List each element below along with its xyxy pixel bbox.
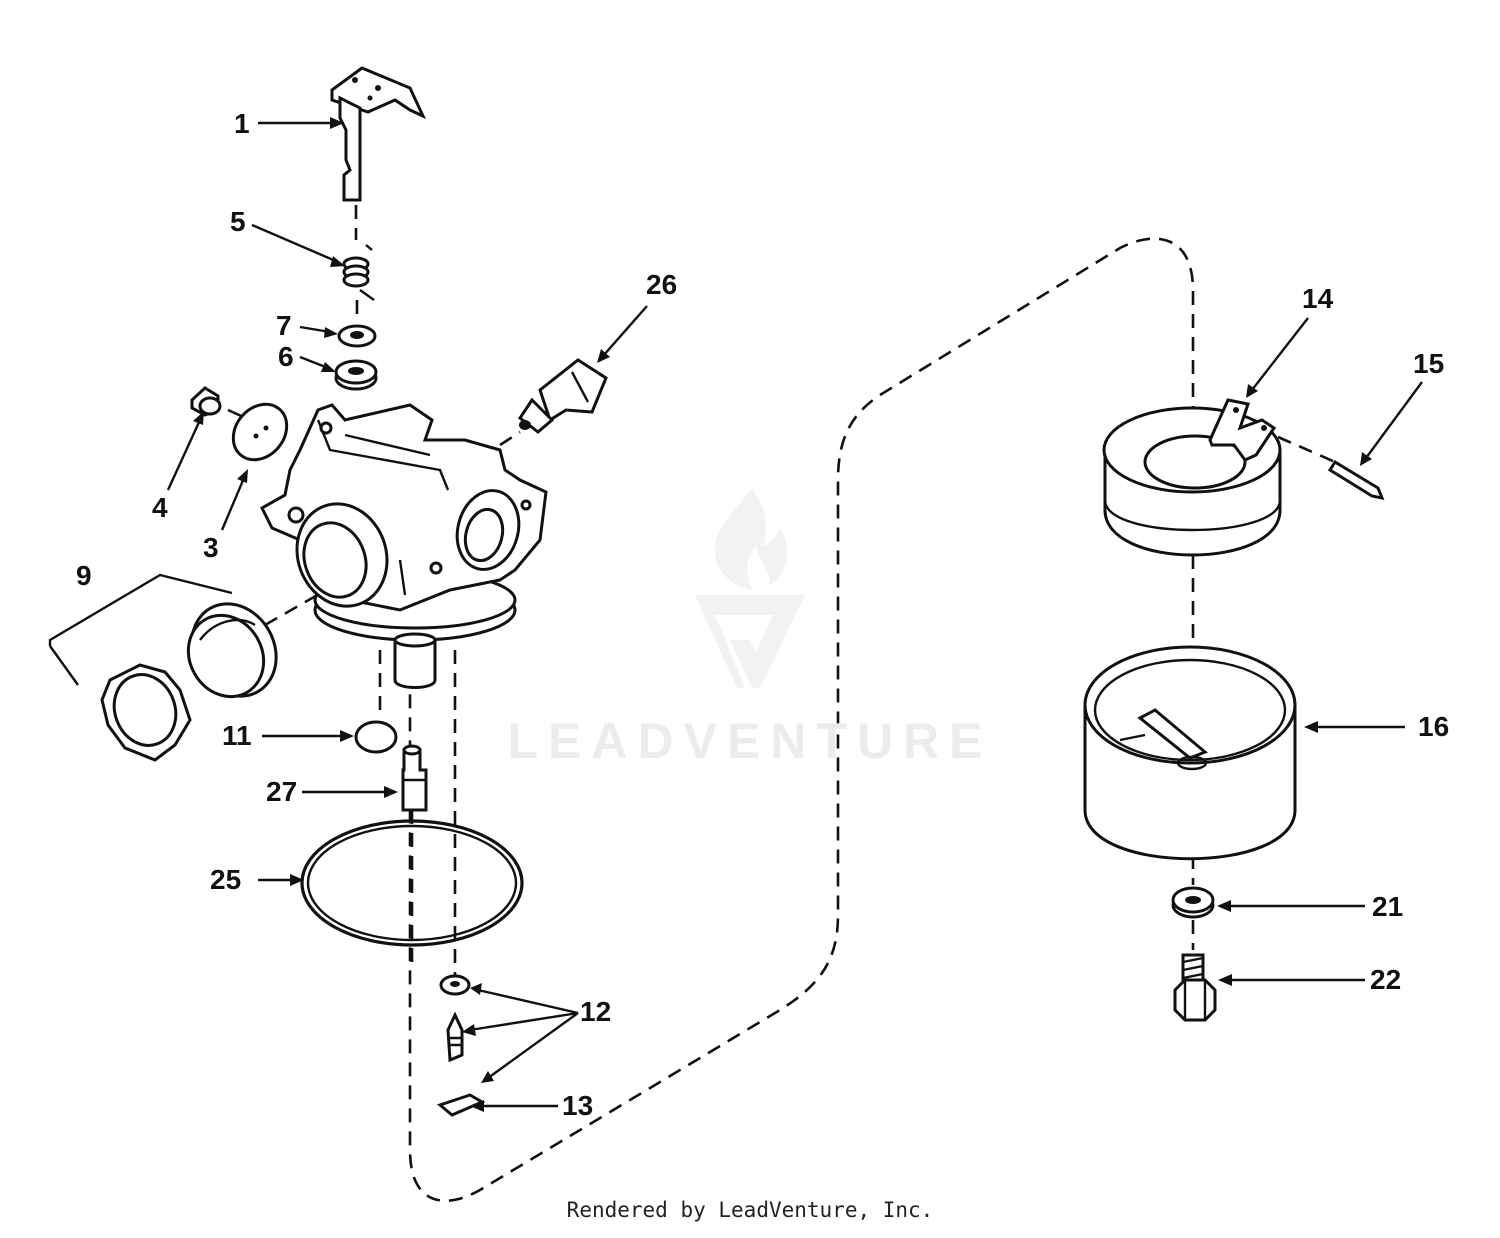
o-ring-25-part [300, 819, 524, 947]
fuel-inlet-26-part [517, 358, 608, 434]
callout-12: 12 [580, 996, 612, 1027]
axis-part26-line [499, 430, 521, 447]
callout-3: 3 [203, 532, 219, 563]
needle-12-part [446, 1011, 464, 1063]
axis-part14-line [1277, 435, 1336, 464]
disc-11-part [354, 720, 398, 754]
callout-5: 5 [230, 206, 246, 237]
callout-9: 9 [76, 560, 92, 591]
seal-6-part [334, 359, 378, 391]
axis-part3-line [227, 408, 251, 422]
washer-12-part [439, 974, 471, 996]
callout-13: 13 [562, 1090, 594, 1121]
float-bowl-16-part [1083, 645, 1297, 861]
bolt-22-part [1173, 953, 1217, 1022]
watermark-brand-text: LEADVENTURE [507, 713, 993, 769]
callout-4: 4 [152, 492, 168, 523]
throttle-plate-3-part [231, 402, 289, 462]
leader-lines [48, 117, 1423, 1112]
axis-primer-line [264, 583, 336, 627]
callout-7: 7 [276, 310, 292, 341]
render-credit: Rendered by LeadVenture, Inc. [566, 1198, 934, 1222]
hinge-pin-15-part [1327, 459, 1385, 501]
callout-15: 15 [1413, 348, 1445, 379]
callout-21: 21 [1372, 891, 1404, 922]
throttle-shaft-part [330, 66, 427, 202]
callout-16: 16 [1418, 711, 1450, 742]
primer-bulb-9-part [100, 602, 278, 762]
washer-7-part [337, 324, 377, 348]
throttle-spring-part [342, 244, 375, 301]
washer-21-part [1171, 886, 1215, 919]
nozzle-27-part [401, 744, 428, 812]
carburetor-body-part [260, 403, 548, 689]
callout-11: 11 [222, 720, 252, 751]
callout-14: 14 [1302, 283, 1334, 314]
callout-25: 25 [210, 864, 242, 895]
float-14-part [1102, 398, 1282, 557]
screw-4-part [190, 386, 222, 417]
flame-v-logo-icon [695, 488, 805, 688]
callout-22: 22 [1370, 964, 1402, 995]
callout-27: 27 [266, 776, 298, 807]
callout-1: 1 [234, 108, 250, 139]
callout-26: 26 [646, 269, 678, 300]
callout-6: 6 [278, 341, 294, 372]
